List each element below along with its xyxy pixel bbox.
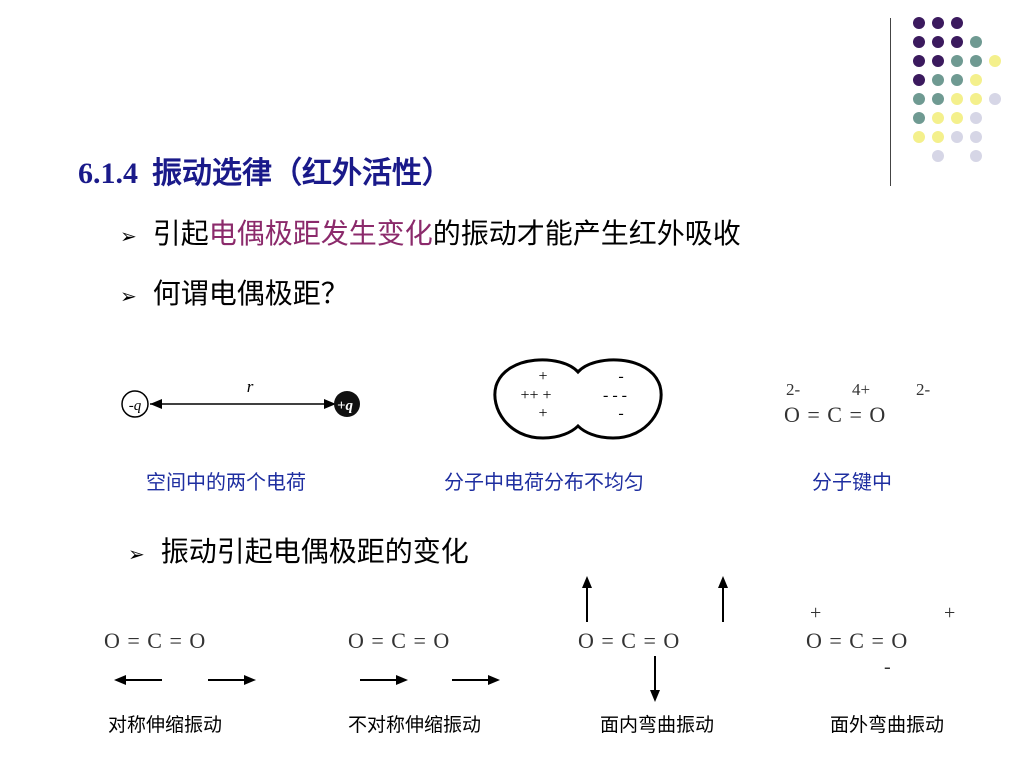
vibration-formula-asymmetric: O = C = O: [348, 628, 451, 653]
out-of-plane-plus-left: +: [810, 602, 822, 624]
bullet-text: 振动引起电偶极距的变化: [160, 535, 469, 568]
negative-charge-circle: [121, 390, 149, 418]
caption-out-of-plane-bending: 面外弯曲振动: [830, 714, 945, 736]
arrow-up-icon: [582, 576, 592, 588]
charge-carbon: 4+: [852, 380, 871, 399]
deco-dot: [951, 17, 963, 29]
caption-charge-distribution: 分子中电荷分布不均匀: [444, 470, 644, 494]
negative-charge-label: -q: [129, 398, 142, 414]
positive-bottom: +: [538, 405, 547, 422]
decorative-vertical-line: [890, 18, 891, 186]
arrow-down-icon: [650, 690, 660, 702]
arrow-left-icon: [114, 675, 126, 685]
deco-dot: [970, 93, 982, 105]
arrow-right-icon: [396, 675, 408, 685]
deco-dot: [970, 55, 982, 67]
bond-formula: O = C = O: [784, 402, 887, 427]
bullet-text: 何谓电偶极距？: [152, 277, 349, 310]
deco-dot: [951, 36, 963, 48]
deco-dot: [951, 74, 963, 86]
title-text: 振动选律（红外活性）: [152, 156, 452, 191]
bullet-arrow-icon: ➢: [120, 224, 137, 248]
out-of-plane-plus-right: +: [944, 602, 956, 624]
caption-symmetric-stretch: 对称伸缩振动: [108, 714, 223, 736]
negative-bottom: -: [618, 405, 623, 422]
out-of-plane-minus: -: [884, 656, 891, 678]
deco-dot: [951, 112, 963, 124]
vibration-formula-symmetric: O = C = O: [104, 628, 207, 653]
in-plane-bending-arrows: [582, 576, 728, 702]
vibration-formula-out-of-plane: O = C = O: [806, 628, 909, 653]
deco-dot: [932, 36, 944, 48]
deco-dot: [951, 131, 963, 143]
caption-bond: 分子键中: [812, 470, 892, 494]
bullet-vibration-change: ➢ 振动引起电偶极距的变化: [128, 530, 469, 570]
deco-dot: [932, 74, 944, 86]
deco-dot: [932, 131, 944, 143]
arrow-right-icon: [488, 675, 500, 685]
bullet-arrow-icon: ➢: [128, 542, 145, 566]
bullet-ir-rule: ➢ 引起电偶极距发生变化的振动才能产生红外吸收: [120, 212, 741, 252]
deco-dot: [932, 55, 944, 67]
positive-middle: ++ +: [520, 387, 551, 404]
deco-dot: [951, 93, 963, 105]
charge-oxygen-left: 2-: [786, 380, 801, 399]
deco-dot: [913, 74, 925, 86]
deco-dot: [932, 17, 944, 29]
bullet-dipole-question: ➢ 何谓电偶极距？: [120, 272, 349, 312]
charge-distribution-diagram: + ++ + + - - - - -: [493, 358, 663, 440]
deco-dot: [932, 93, 944, 105]
bullet-arrow-icon: ➢: [120, 284, 137, 308]
deco-dot: [932, 112, 944, 124]
positive-charge-circle: [334, 391, 360, 417]
deco-dot: [970, 112, 982, 124]
positive-top: +: [538, 368, 547, 385]
slide-title: 6.1.4 振动选律（红外活性）: [78, 148, 452, 192]
arrow-right-icon: [244, 675, 256, 685]
bullet-text-highlight: 电偶极距发生变化: [208, 217, 433, 250]
deco-dot: [932, 150, 944, 162]
negative-top: -: [618, 368, 623, 385]
deco-dot: [970, 150, 982, 162]
arrowhead-left-icon: [150, 399, 162, 409]
asymmetric-stretch-arrows: [360, 675, 500, 685]
deco-dot: [951, 55, 963, 67]
arrowhead-right-icon: [324, 399, 336, 409]
deco-dot: [970, 36, 982, 48]
deco-dot: [913, 17, 925, 29]
arrow-up-icon: [718, 576, 728, 588]
symmetric-stretch-arrows: [114, 675, 256, 685]
caption-two-charges: 空间中的两个电荷: [146, 470, 306, 494]
deco-dot: [913, 131, 925, 143]
vibration-formula-in-plane: O = C = O: [578, 628, 681, 653]
caption-asymmetric-stretch: 不对称伸缩振动: [348, 714, 482, 736]
section-number: 6.1.4: [78, 157, 138, 190]
bullet-text-pre: 引起: [152, 217, 209, 250]
deco-dot: [913, 93, 925, 105]
deco-dot: [989, 93, 1001, 105]
distance-label: r: [247, 377, 254, 396]
caption-in-plane-bending: 面内弯曲振动: [600, 714, 715, 736]
charge-oxygen-right: 2-: [916, 380, 931, 399]
positive-charge-label: +q: [337, 398, 354, 414]
deco-dot: [989, 55, 1001, 67]
deco-dot: [913, 36, 925, 48]
deco-dot: [913, 112, 925, 124]
deco-dot: [970, 74, 982, 86]
two-charges-diagram: -q r +q: [121, 377, 360, 418]
deco-dot: [970, 131, 982, 143]
molecule-outline: [493, 358, 663, 440]
deco-dot: [913, 55, 925, 67]
bullet-text-post: 的振动才能产生红外吸收: [432, 217, 741, 250]
negative-middle: - - -: [603, 387, 627, 404]
